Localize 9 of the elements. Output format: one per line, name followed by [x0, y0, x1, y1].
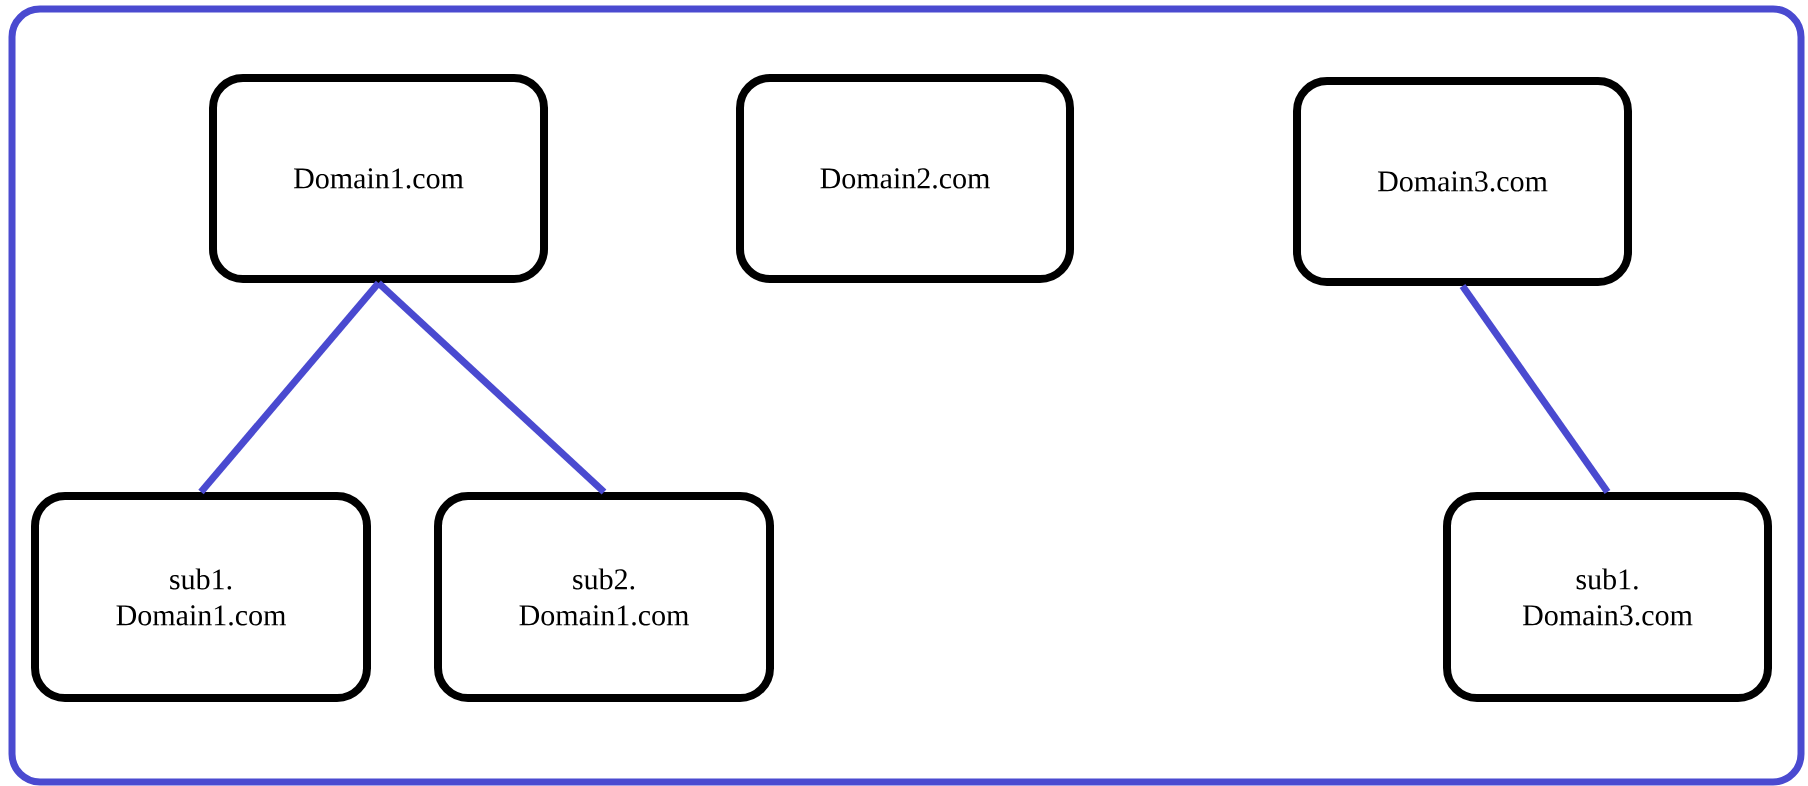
frame-box — [8, 5, 1805, 786]
domain-box: Domain1.com — [209, 74, 548, 283]
domain-box: Domain2.com — [736, 74, 1074, 283]
domain-box: sub2. Domain1.com — [434, 492, 774, 702]
domain-box: sub1. Domain1.com — [31, 492, 371, 702]
connector-line — [376, 280, 607, 495]
domain-box: sub1. Domain3.com — [1443, 492, 1772, 702]
domain-box: Domain3.com — [1293, 77, 1632, 286]
connector-line — [1459, 284, 1611, 494]
